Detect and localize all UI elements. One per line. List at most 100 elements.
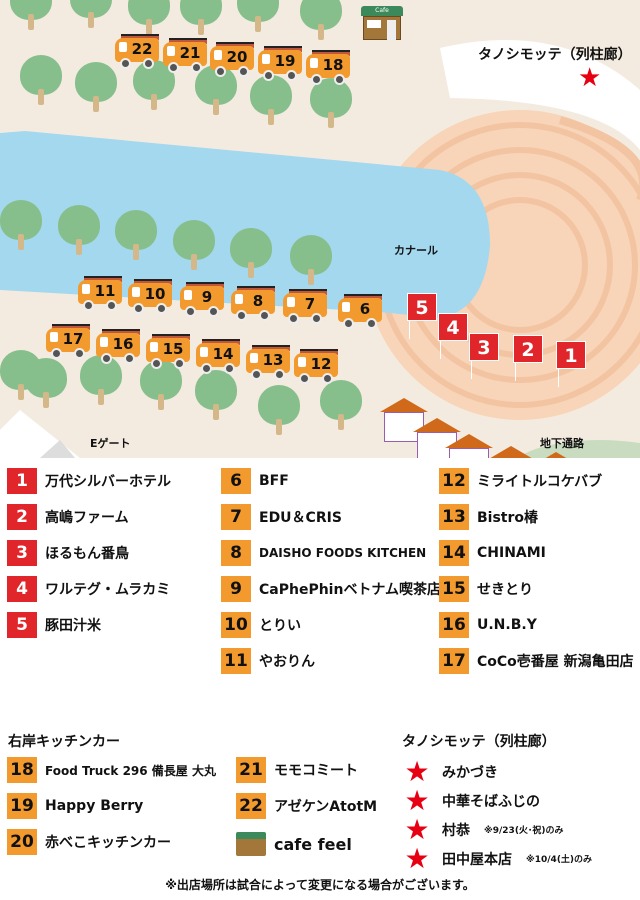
- walkway: [440, 40, 640, 150]
- flag-pole: [515, 363, 516, 381]
- food-truck-6[interactable]: 6: [338, 294, 382, 330]
- tree-icon: [0, 200, 42, 252]
- colonnade-item[interactable]: ★中華そばふじの: [402, 784, 540, 817]
- food-truck-17[interactable]: 17: [46, 324, 90, 360]
- legend-name: cafe feel: [274, 834, 352, 854]
- food-truck-7[interactable]: 7: [283, 289, 327, 325]
- legend-note: ※10/4(土)のみ: [526, 855, 593, 865]
- food-truck-21[interactable]: 21: [163, 38, 207, 74]
- legend-name: ミライトルコケバブ: [477, 474, 603, 490]
- cafe-sign: Cafe: [361, 6, 403, 16]
- legend-number-badge: 1: [7, 468, 37, 494]
- tent-1[interactable]: [532, 452, 580, 458]
- legend-name: 田中屋本店: [442, 851, 512, 868]
- tree-icon: [250, 75, 292, 127]
- food-truck-19[interactable]: 19: [258, 46, 302, 82]
- tree-icon: [10, 0, 52, 32]
- legend-name: CaPhePhinベトナム喫茶店: [259, 582, 442, 598]
- truck-number: 14: [212, 345, 234, 363]
- truck-number: 15: [162, 340, 184, 358]
- colonnade-item[interactable]: ★田中屋本店※10/4(土)のみ: [402, 842, 592, 875]
- legend-number-badge: 13: [439, 504, 469, 530]
- truck-number: 13: [262, 351, 284, 369]
- tent-2[interactable]: [487, 446, 535, 458]
- star-icon: ★: [404, 813, 430, 846]
- food-truck-22[interactable]: 22: [115, 34, 159, 70]
- food-truck-12[interactable]: 12: [294, 349, 338, 385]
- legend-number-badge: 9: [221, 576, 251, 602]
- legend-name: やおりん: [259, 654, 315, 670]
- tent-flag-5: 5: [407, 293, 437, 321]
- food-truck-15[interactable]: 15: [146, 334, 190, 370]
- flag-pole: [409, 321, 410, 339]
- flag-pole: [440, 341, 441, 359]
- food-truck-11[interactable]: 11: [78, 276, 122, 312]
- legend-item-10[interactable]: 10 とりい: [221, 612, 301, 638]
- food-truck-13[interactable]: 13: [246, 345, 290, 381]
- star-icon: ★: [404, 784, 430, 817]
- truck-number: 10: [144, 285, 166, 303]
- legend-name: 万代シルバーホテル: [45, 474, 171, 490]
- legend-number-badge: 16: [439, 612, 469, 638]
- truck-number: 7: [304, 295, 316, 313]
- food-truck-20[interactable]: 20: [210, 42, 254, 78]
- tree-icon: [75, 62, 117, 114]
- tent-3[interactable]: [445, 434, 493, 458]
- legend-name: アゼケンAtotM: [274, 799, 378, 815]
- truck-number: 22: [131, 40, 153, 58]
- truck-number: 12: [310, 355, 332, 373]
- legend-name: BFF: [259, 473, 289, 489]
- legend-number-badge: 11: [221, 648, 251, 674]
- canal-water: [0, 131, 490, 318]
- legend-item-cafe-feel[interactable]: cafe feel: [236, 832, 352, 856]
- colonnade-title: タノシモッテ（列柱廊）: [402, 734, 556, 750]
- food-truck-8[interactable]: 8: [231, 286, 275, 322]
- truck-number: 18: [322, 56, 344, 74]
- tree-icon: [180, 0, 222, 37]
- legend-number-badge: 14: [439, 540, 469, 566]
- tent-flag-2: 2: [513, 335, 543, 363]
- colonnade-item[interactable]: ★みかづき: [402, 755, 498, 788]
- legend-item-1[interactable]: 1 万代シルバーホテル: [7, 468, 171, 494]
- legend-number-badge: 6: [221, 468, 251, 494]
- legend-item-9[interactable]: 9 CaPhePhinベトナム喫茶店: [221, 576, 441, 602]
- legend-number-badge: 10: [221, 612, 251, 638]
- legend-name: とりい: [259, 618, 301, 634]
- tree-icon: [237, 0, 279, 34]
- canal-label: カナール: [394, 244, 438, 257]
- tree-icon: [290, 235, 332, 287]
- truck-number: 17: [62, 330, 84, 348]
- food-truck-18[interactable]: 18: [306, 50, 350, 86]
- colonnade-item[interactable]: ★村恭※9/23(火･祝)のみ: [402, 813, 563, 846]
- truck-number: 11: [94, 282, 116, 300]
- food-truck-10[interactable]: 10: [128, 279, 172, 315]
- food-truck-9[interactable]: 9: [180, 282, 224, 318]
- cafe-feel-building[interactable]: Cafe: [361, 6, 405, 42]
- legend-item-6[interactable]: 6 BFF: [221, 468, 289, 494]
- legend-item-11[interactable]: 11 やおりん: [221, 648, 315, 674]
- legend-name: 村恭: [442, 822, 470, 839]
- legend-item-13[interactable]: 13 Bistro椿: [439, 504, 538, 530]
- cafe-icon: [236, 832, 266, 856]
- food-truck-16[interactable]: 16: [96, 329, 140, 365]
- legend-name: Happy Berry: [45, 798, 144, 814]
- legend-name: Bistro椿: [477, 510, 539, 526]
- food-truck-14[interactable]: 14: [196, 339, 240, 375]
- legend-name: ワルテグ・ムラカミ: [45, 582, 171, 598]
